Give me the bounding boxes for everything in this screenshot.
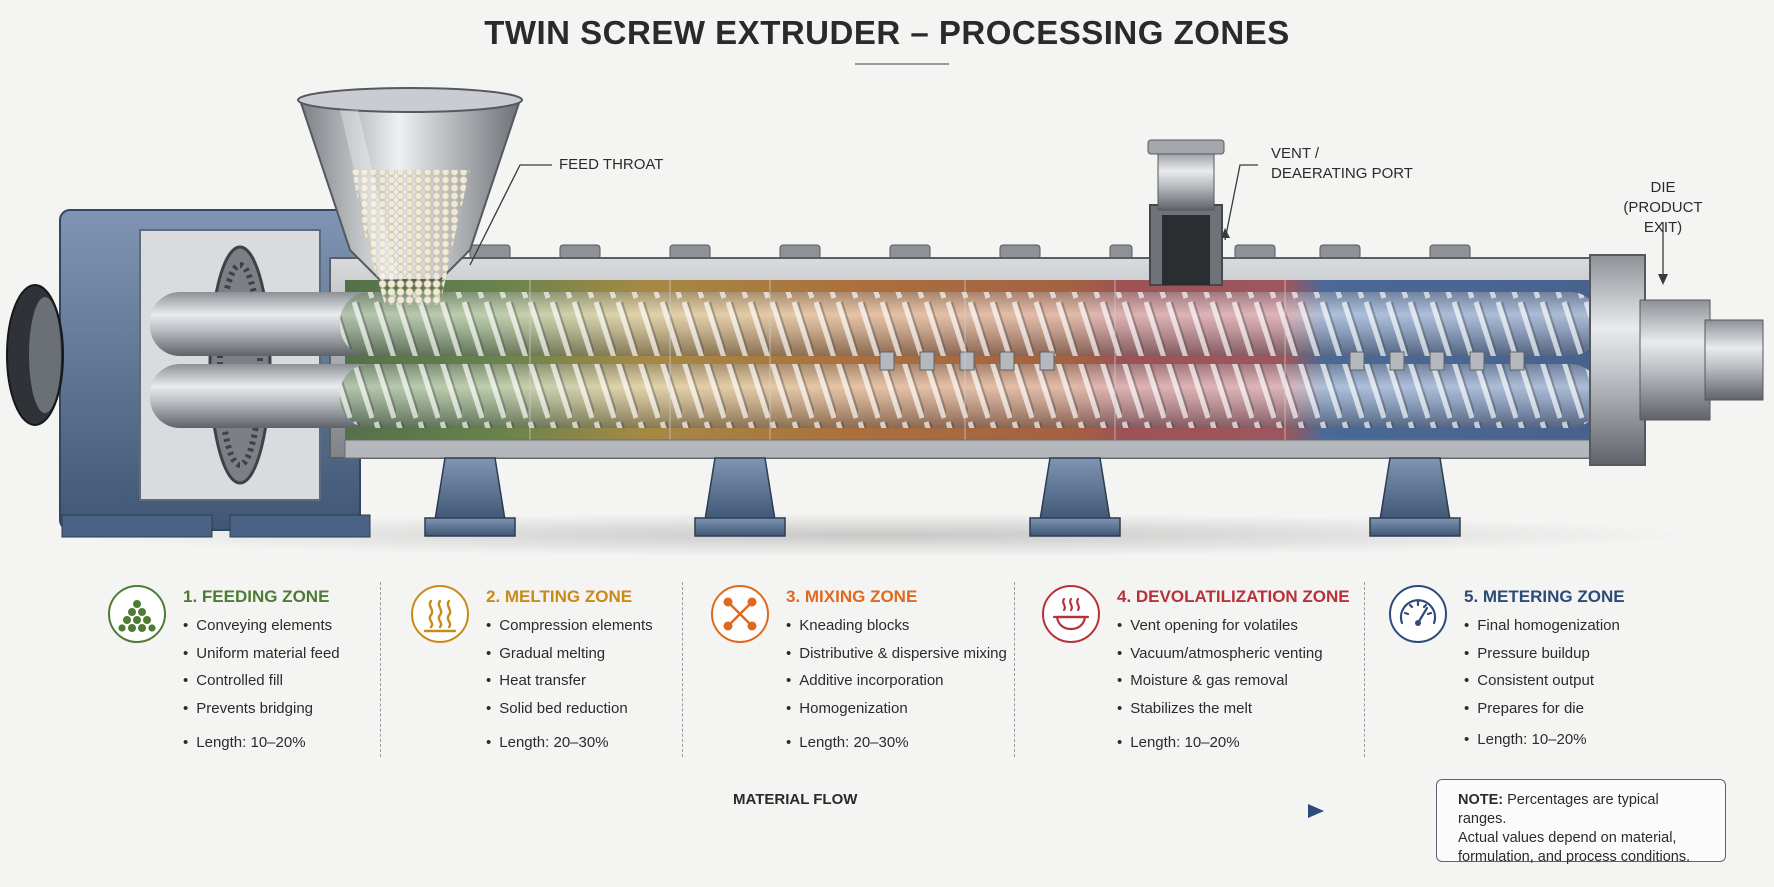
zone-feature-list: Kneading blocks Distributive & dispersiv… bbox=[786, 617, 1007, 727]
list-item: Gradual melting bbox=[486, 645, 653, 673]
zone-feature-list: Vent opening for volatiles Vacuum/atmosp… bbox=[1117, 617, 1323, 728]
heat-waves-icon bbox=[411, 585, 469, 643]
zone-length: Length: 20–30% bbox=[786, 734, 908, 751]
list-item: Uniform material feed bbox=[183, 645, 339, 673]
note-text-2: Actual values depend on material, bbox=[1458, 830, 1677, 846]
note-text-1: Percentages are typical ranges. bbox=[1458, 792, 1659, 827]
list-item: Solid bed reduction bbox=[486, 700, 653, 728]
vent-label-line2: DEAERATING PORT bbox=[1271, 165, 1413, 182]
list-item: Kneading blocks bbox=[786, 617, 1007, 645]
zone-divider bbox=[1014, 582, 1015, 757]
list-item: Distributive & dispersive mixing bbox=[786, 645, 1007, 673]
zone-feature-list: Final homogenization Pressure buildup Co… bbox=[1464, 617, 1620, 727]
note-box: NOTE: Percentages are typical ranges. Ac… bbox=[1436, 779, 1726, 865]
mixing-arrows-icon bbox=[711, 585, 769, 643]
list-item: Conveying elements bbox=[183, 617, 340, 645]
granules-icon bbox=[108, 585, 166, 643]
zone-divider bbox=[1364, 582, 1365, 757]
zone-feature-list: Conveying elements Uniform material feed… bbox=[183, 617, 340, 728]
zone-feature-list: Compression elements Gradual melting Hea… bbox=[486, 617, 653, 728]
die-label-line1: DIE bbox=[1650, 179, 1676, 196]
zone-divider bbox=[682, 582, 683, 757]
note-label: NOTE: bbox=[1458, 792, 1504, 808]
list-item: Consistent output bbox=[1464, 672, 1620, 700]
material-flow-arrow bbox=[205, 804, 1324, 818]
list-item: Prevents bridging bbox=[183, 700, 340, 728]
vapor-dish-icon bbox=[1042, 585, 1100, 643]
zone-title: 5. METERING ZONE bbox=[1464, 587, 1625, 606]
list-item: Homogenization bbox=[786, 700, 1007, 728]
extruder-illustration bbox=[6, 87, 1764, 557]
zone-title: 3. MIXING ZONE bbox=[786, 587, 918, 606]
list-item: Vent opening for volatiles bbox=[1117, 617, 1323, 645]
list-item: Heat transfer bbox=[486, 672, 653, 700]
note-text-3: formulation, and process conditions. bbox=[1458, 849, 1691, 865]
feed-throat-label: FEED THROAT bbox=[559, 156, 664, 173]
list-item: Stabilizes the melt bbox=[1117, 700, 1323, 728]
list-item: Pressure buildup bbox=[1464, 645, 1620, 673]
list-item: Controlled fill bbox=[183, 672, 340, 700]
zone-divider bbox=[380, 582, 381, 757]
diagram-title: TWIN SCREW EXTRUDER – PROCESSING ZONES bbox=[484, 14, 1290, 51]
vent-label-line1: VENT / bbox=[1271, 145, 1320, 162]
zone-length: Length: 10–20% bbox=[183, 734, 305, 751]
zone-title: 2. MELTING ZONE bbox=[486, 587, 633, 606]
die-label-line2: (PRODUCT EXIT) bbox=[1623, 199, 1703, 236]
list-item: Prepares for die bbox=[1464, 700, 1620, 728]
zone-title: 4. DEVOLATILIZATION ZONE bbox=[1117, 587, 1350, 606]
material-flow-label: MATERIAL FLOW bbox=[733, 791, 858, 808]
list-item: Vacuum/atmospheric venting bbox=[1117, 645, 1322, 673]
zone-length: Length: 20–30% bbox=[486, 734, 608, 751]
zone-title: 1. FEEDING ZONE bbox=[183, 587, 330, 606]
title-underline bbox=[855, 63, 949, 65]
list-item: Additive incorporation bbox=[786, 672, 1007, 700]
pressure-gauge-icon bbox=[1389, 585, 1447, 643]
note-line-1: NOTE: Percentages are typical ranges. bbox=[1458, 791, 1711, 829]
zone-length: Length: 10–20% bbox=[1117, 734, 1239, 751]
list-item: Moisture & gas removal bbox=[1117, 672, 1323, 700]
list-item: Compression elements bbox=[486, 617, 652, 645]
zone-length: Length: 10–20% bbox=[1464, 731, 1586, 748]
list-item: Final homogenization bbox=[1464, 617, 1620, 645]
